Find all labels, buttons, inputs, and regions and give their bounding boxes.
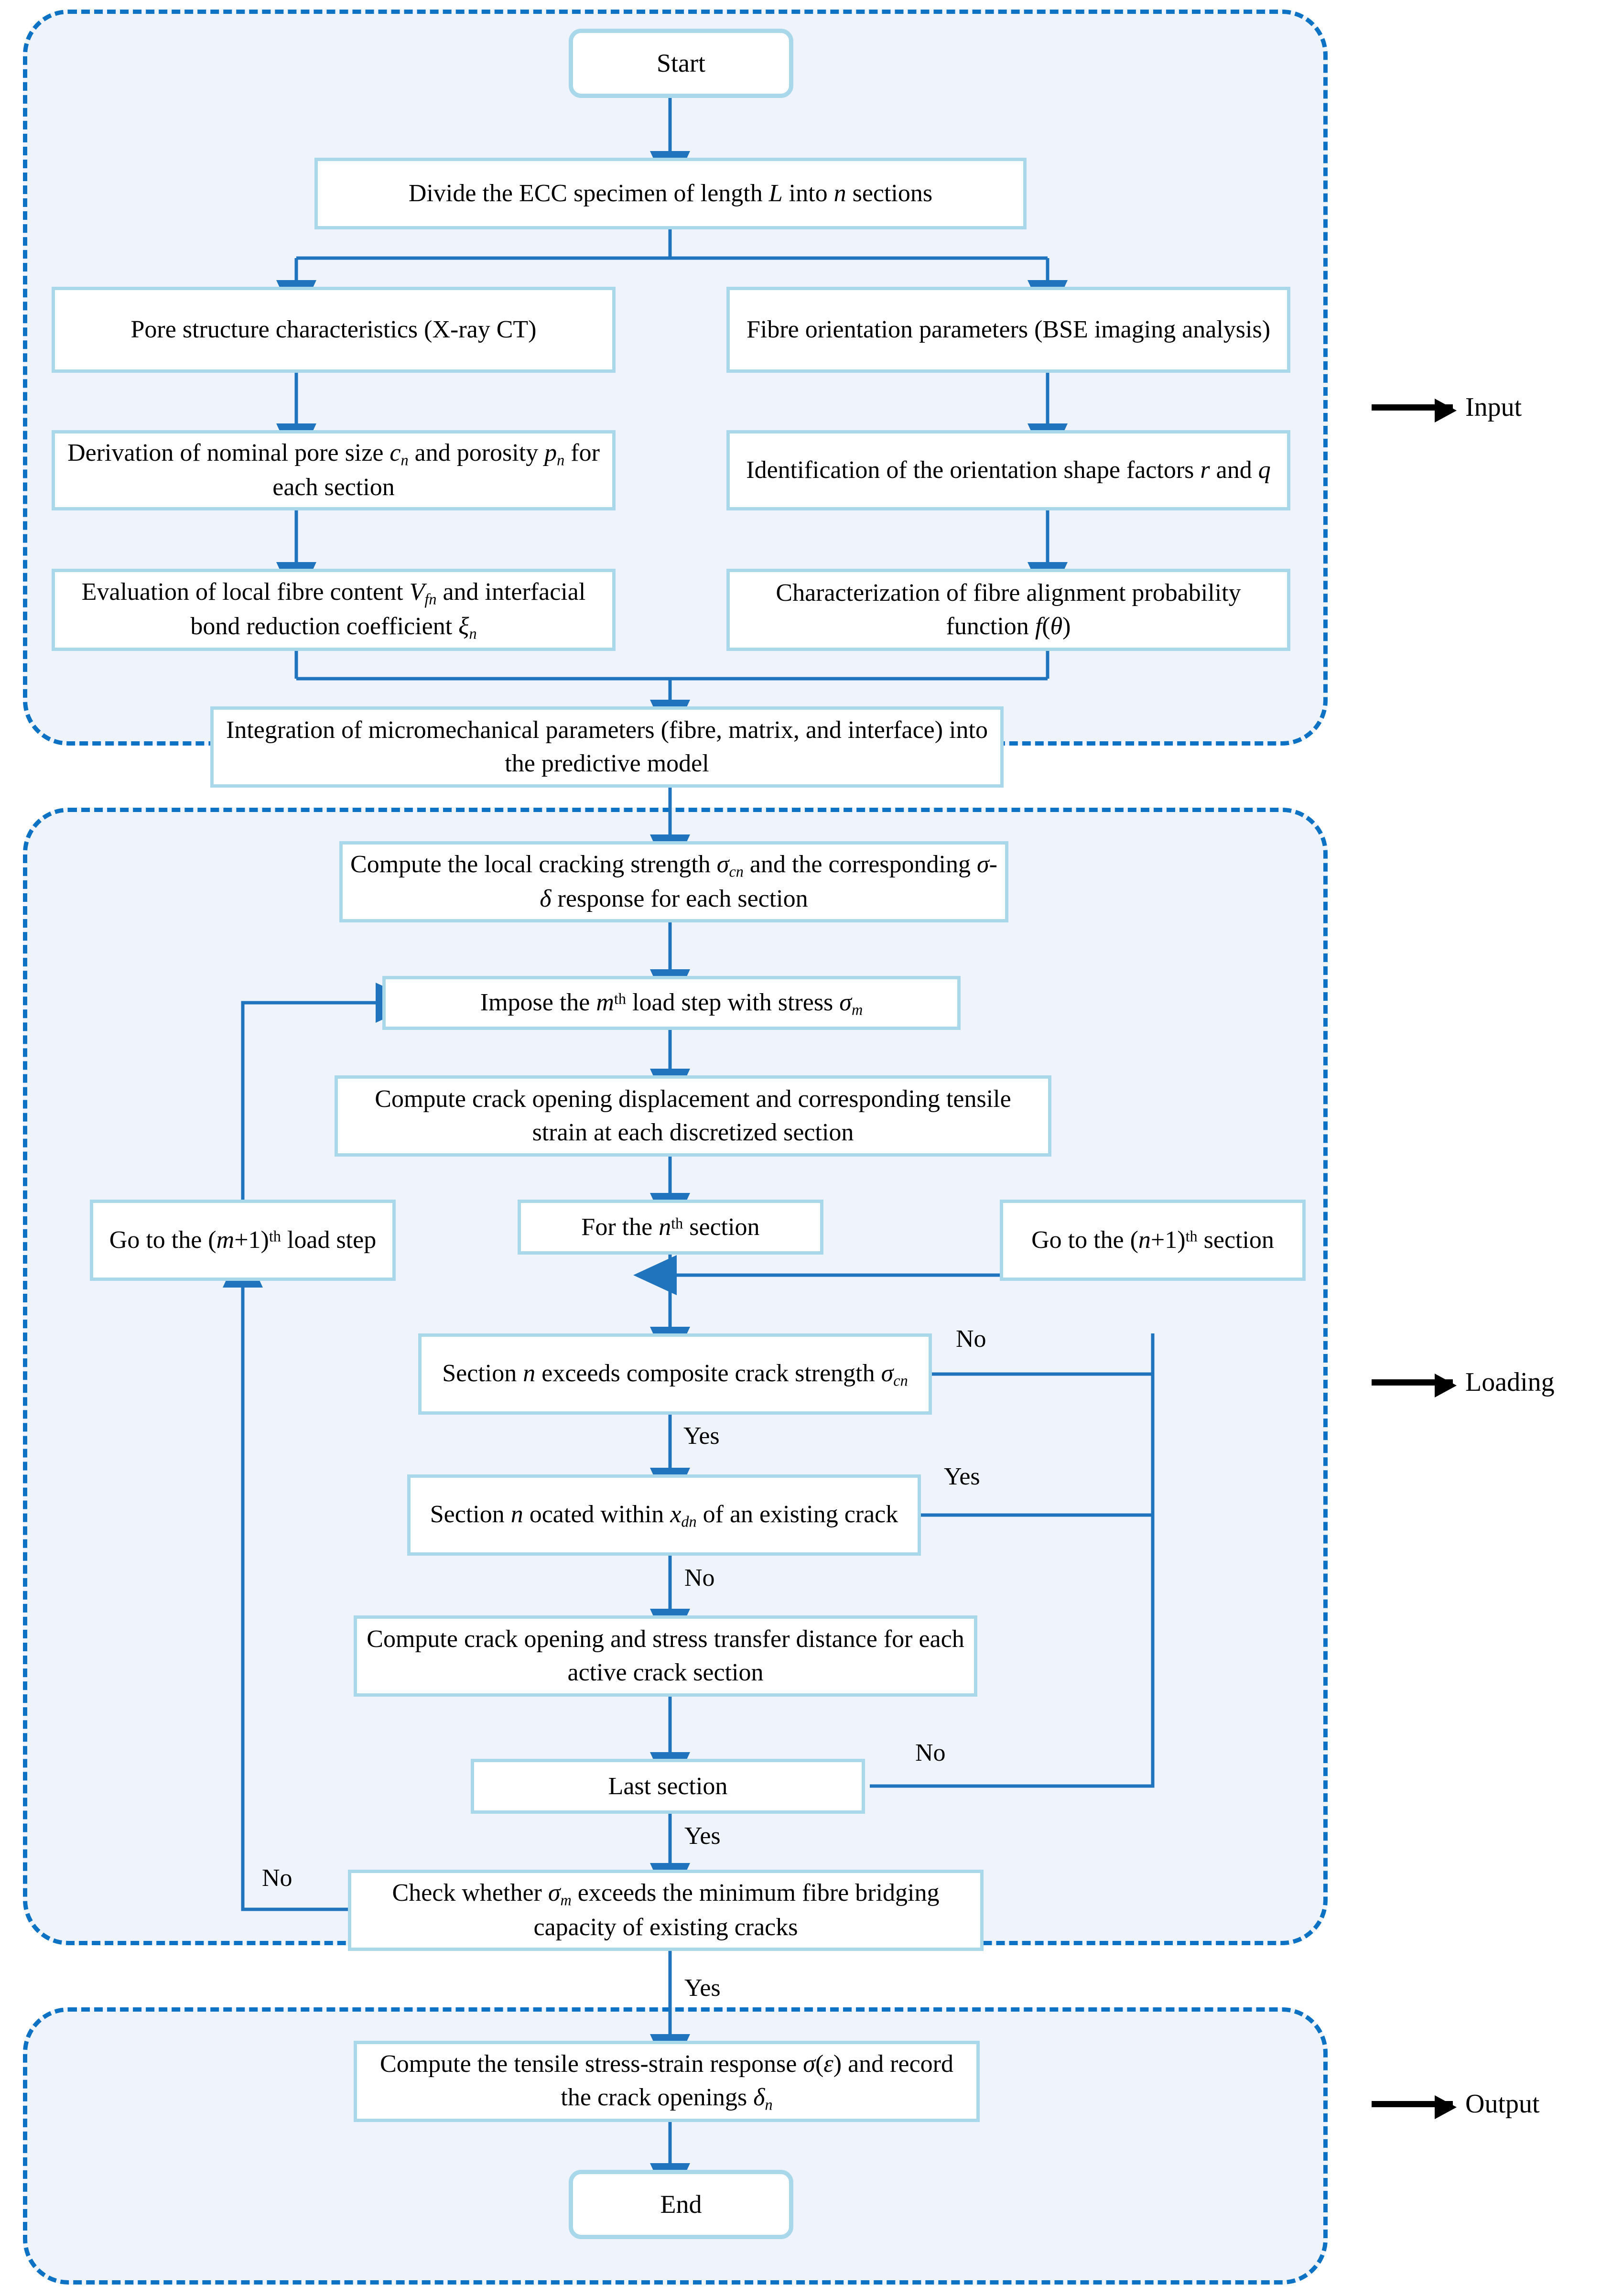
node-impose-load-step-label: Impose the mth load step with stress σm bbox=[480, 988, 863, 1018]
node-check-sigma-m-label: Check whether σm exceeds the minimum fib… bbox=[392, 1879, 940, 1941]
node-for-nth-section-label: For the nth section bbox=[581, 1213, 760, 1241]
region-label-input-text: Input bbox=[1465, 392, 1522, 422]
node-go-load-step-label: Go to the (m+1)th load step bbox=[109, 1226, 377, 1254]
region-label-loading-text: Loading bbox=[1465, 1367, 1555, 1397]
node-local-cracking-strength-label: Compute the local cracking strength σcn … bbox=[350, 851, 997, 913]
edge-label-yes-exceeds: Yes bbox=[683, 1422, 720, 1450]
node-crack-opening-displacement-label: Compute crack opening displacement and c… bbox=[375, 1085, 1011, 1146]
node-fibre-content-label: Evaluation of local fibre content Vfn an… bbox=[81, 578, 586, 642]
node-shape-factors-label: Identification of the orientation shape … bbox=[746, 456, 1271, 484]
edge-label-yes-last: Yes bbox=[684, 1822, 721, 1850]
region-label-loading: Loading bbox=[1372, 1367, 1555, 1397]
edge-label-no-check: No bbox=[262, 1864, 292, 1892]
node-integration[interactable]: Integration of micromechanical parameter… bbox=[210, 706, 1004, 788]
region-label-output: Output bbox=[1372, 2089, 1540, 2119]
node-integration-label: Integration of micromechanical parameter… bbox=[226, 716, 988, 777]
node-divide-specimen-label: Divide the ECC specimen of length L into… bbox=[408, 180, 933, 207]
node-exceeds-crack-strength-label: Section n exceeds composite crack streng… bbox=[442, 1360, 908, 1389]
node-start-label: Start bbox=[657, 49, 705, 78]
node-exceeds-crack-strength[interactable]: Section n exceeds composite crack streng… bbox=[418, 1333, 932, 1415]
node-within-xdn[interactable]: Section n ocated within xdn of an existi… bbox=[407, 1474, 921, 1556]
node-shape-factors[interactable]: Identification of the orientation shape … bbox=[726, 430, 1290, 510]
region-label-output-text: Output bbox=[1465, 2089, 1540, 2119]
edge-label-no-last: No bbox=[915, 1739, 946, 1766]
arrow-right-icon bbox=[1372, 398, 1457, 422]
node-impose-load-step[interactable]: Impose the mth load step with stress σm bbox=[382, 976, 961, 1030]
node-within-xdn-label: Section n ocated within xdn of an existi… bbox=[430, 1501, 898, 1530]
node-last-section[interactable]: Last section bbox=[471, 1759, 865, 1814]
node-pore-structure-label: Pore structure characteristics (X-ray CT… bbox=[130, 316, 537, 344]
node-pore-structure[interactable]: Pore structure characteristics (X-ray CT… bbox=[52, 287, 616, 373]
node-local-cracking-strength[interactable]: Compute the local cracking strength σcn … bbox=[339, 841, 1008, 922]
node-stress-strain-response-label: Compute the tensile stress-strain respon… bbox=[380, 2050, 953, 2113]
node-go-next-section[interactable]: Go to the (n+1)th section bbox=[1000, 1200, 1306, 1281]
node-start[interactable]: Start bbox=[569, 29, 793, 98]
node-last-section-label: Last section bbox=[608, 1772, 728, 1800]
node-nominal-pore-size[interactable]: Derivation of nominal pore size cn and p… bbox=[52, 430, 616, 510]
edge-label-yes-check: Yes bbox=[684, 1974, 721, 2002]
node-fibre-content[interactable]: Evaluation of local fibre content Vfn an… bbox=[52, 569, 616, 651]
node-go-load-step[interactable]: Go to the (m+1)th load step bbox=[90, 1200, 396, 1281]
node-fibre-orientation[interactable]: Fibre orientation parameters (BSE imagin… bbox=[726, 287, 1290, 373]
edge-label-yes-within: Yes bbox=[944, 1463, 980, 1490]
node-stress-strain-response[interactable]: Compute the tensile stress-strain respon… bbox=[354, 2041, 980, 2122]
arrow-right-icon bbox=[1372, 1373, 1457, 1397]
node-check-sigma-m[interactable]: Check whether σm exceeds the minimum fib… bbox=[348, 1870, 984, 1951]
node-for-nth-section[interactable]: For the nth section bbox=[518, 1200, 823, 1255]
node-alignment-pdf[interactable]: Characterization of fibre alignment prob… bbox=[726, 569, 1290, 651]
node-stress-transfer-distance-label: Compute crack opening and stress transfe… bbox=[367, 1625, 964, 1686]
node-end[interactable]: End bbox=[569, 2170, 793, 2239]
node-go-next-section-label: Go to the (n+1)th section bbox=[1031, 1226, 1274, 1254]
node-alignment-pdf-label: Characterization of fibre alignment prob… bbox=[776, 579, 1241, 640]
node-nominal-pore-size-label: Derivation of nominal pore size cn and p… bbox=[67, 439, 600, 501]
edge-label-no-within: No bbox=[684, 1564, 715, 1592]
node-fibre-orientation-label: Fibre orientation parameters (BSE imagin… bbox=[746, 316, 1271, 344]
node-stress-transfer-distance[interactable]: Compute crack opening and stress transfe… bbox=[354, 1615, 977, 1697]
edge-label-no-exceeds: No bbox=[956, 1325, 986, 1353]
node-crack-opening-displacement[interactable]: Compute crack opening displacement and c… bbox=[335, 1075, 1051, 1157]
node-end-label: End bbox=[660, 2190, 702, 2219]
region-label-input: Input bbox=[1372, 392, 1522, 422]
node-divide-specimen[interactable]: Divide the ECC specimen of length L into… bbox=[314, 158, 1027, 229]
arrow-right-icon bbox=[1372, 2095, 1457, 2119]
